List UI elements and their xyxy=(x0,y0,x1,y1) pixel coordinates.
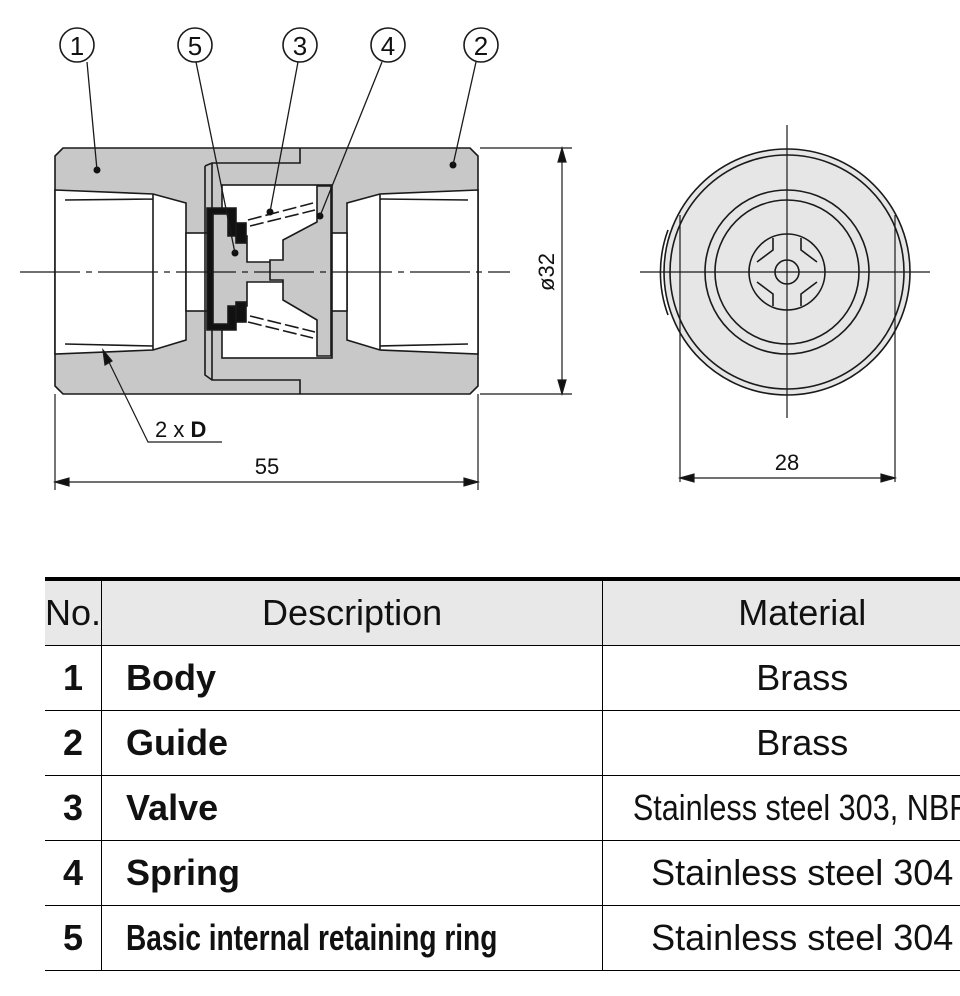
callout-2: 2 xyxy=(463,27,499,63)
svg-text:2 x D: 2 x D xyxy=(155,417,206,442)
svg-text:2: 2 xyxy=(474,31,488,61)
cell-material-text: Stainless steel 303, NBR xyxy=(633,787,960,828)
table-row: 4 Spring Stainless steel 304 xyxy=(45,840,960,906)
header-description: Description xyxy=(101,577,603,646)
svg-text:ø32: ø32 xyxy=(534,253,559,291)
svg-text:1: 1 xyxy=(70,31,84,61)
cell-no: 5 xyxy=(45,905,102,971)
callout-1: 1 xyxy=(59,27,95,63)
dimension-diameter: ø32 xyxy=(480,145,572,397)
cell-description: Body xyxy=(101,645,603,711)
cell-description-text: Basic internal retaining ring xyxy=(126,917,498,958)
cell-description: Basic internal retaining ring xyxy=(101,905,603,971)
cell-no: 3 xyxy=(45,775,102,841)
end-view xyxy=(640,125,930,482)
port-label: 2 x D xyxy=(102,347,222,443)
cell-no: 4 xyxy=(45,840,102,906)
svg-text:3: 3 xyxy=(293,31,307,61)
section-view xyxy=(20,61,510,395)
technical-drawing: 1 5 3 4 2 ø32 55 2 x D 28 xyxy=(20,27,930,490)
cell-material: Brass xyxy=(602,710,960,776)
cell-material: Stainless steel 304 xyxy=(602,840,960,906)
cell-description: Spring xyxy=(101,840,603,906)
header-material: Material xyxy=(602,577,960,646)
parts-table: No. Description Material 1 Body Brass 2 … xyxy=(45,577,960,971)
cell-description: Valve xyxy=(101,775,603,841)
svg-text:5: 5 xyxy=(188,31,202,61)
callout-3: 3 xyxy=(282,27,318,63)
svg-text:55: 55 xyxy=(255,454,279,479)
callout-5: 5 xyxy=(177,27,213,63)
dimension-length: 55 xyxy=(52,394,481,490)
table-row: 2 Guide Brass xyxy=(45,710,960,776)
cell-no: 2 xyxy=(45,710,102,776)
cell-material: Stainless steel 304 xyxy=(602,905,960,971)
cell-material: Brass xyxy=(602,645,960,711)
cell-material: Stainless steel 303, NBR xyxy=(602,775,960,841)
header-no: No. xyxy=(45,577,102,646)
table-row: 3 Valve Stainless steel 303, NBR xyxy=(45,775,960,841)
cell-no: 1 xyxy=(45,645,102,711)
table-header-row: No. Description Material xyxy=(45,577,960,646)
svg-text:4: 4 xyxy=(381,31,395,61)
svg-text:28: 28 xyxy=(775,450,799,475)
table-row: 5 Basic internal retaining ring Stainles… xyxy=(45,905,960,971)
cell-description: Guide xyxy=(101,710,603,776)
table-row: 1 Body Brass xyxy=(45,645,960,711)
callout-4: 4 xyxy=(370,27,406,63)
dimension-width: 28 xyxy=(677,450,898,483)
